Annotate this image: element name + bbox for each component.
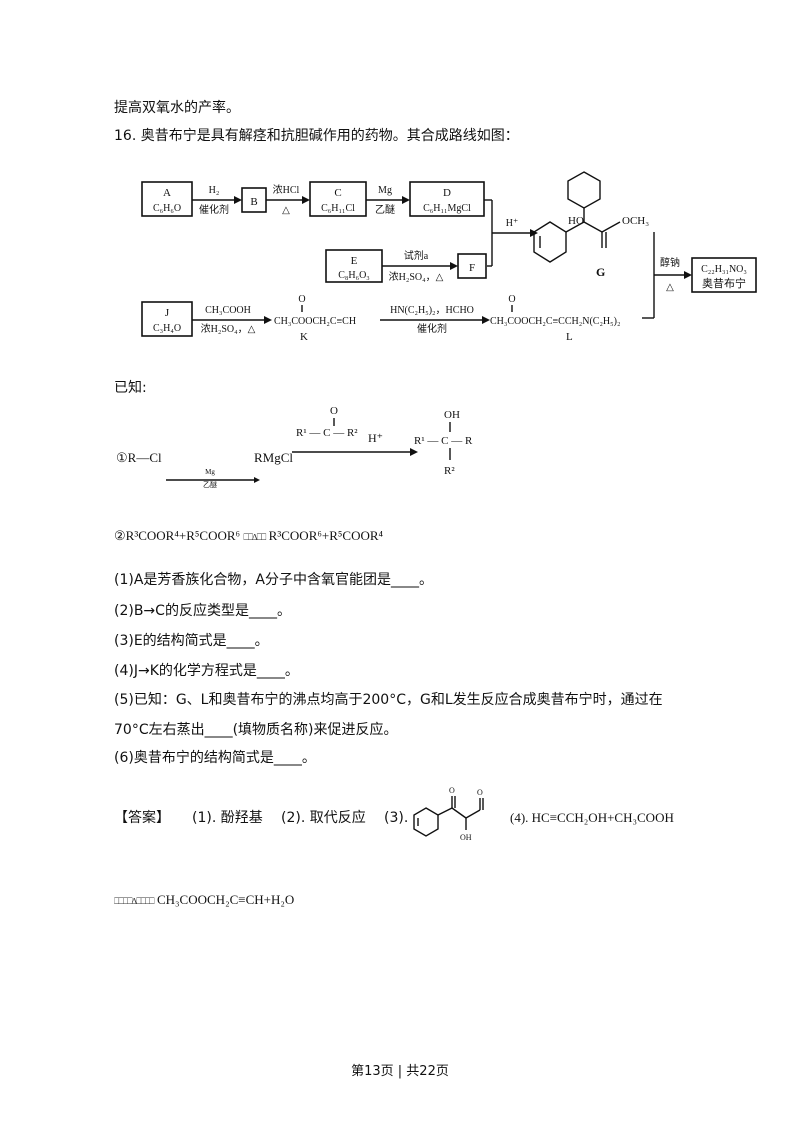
label-J: J: [165, 307, 170, 319]
reagent-mg: Mg: [378, 185, 392, 196]
box-product: [691, 257, 757, 293]
reagent-alkoxide: 醇钠: [660, 256, 680, 269]
known1-oh: OH: [444, 409, 460, 421]
label-L: L: [566, 331, 573, 343]
phenyl-ring: [533, 221, 567, 263]
arrowhead: [254, 477, 260, 483]
arrowhead: [410, 448, 418, 456]
a3-o-2: O: [477, 788, 483, 797]
a3-o-1: O: [449, 786, 455, 795]
K-carbonyl-O: O: [298, 294, 305, 305]
reagent-acid: H⁺: [506, 218, 519, 229]
label-B: B: [250, 196, 257, 208]
box-J: [141, 301, 193, 337]
known1-o: O: [330, 405, 338, 417]
known1-alcohol: R¹ — C — R: [414, 435, 473, 447]
a3-oh: OH: [460, 833, 472, 842]
known1-ether: 乙醚: [203, 480, 217, 489]
reagent-h2so4: 浓H₂SO₄，△: [389, 271, 444, 283]
formula-E: C₈H₆O₃: [338, 270, 370, 281]
question-stem: 16. 奥昔布宁是具有解痉和抗胆碱作用的药物。其合成路线如图：: [114, 126, 519, 146]
answer-4: (4). HC≡CCH₂OH+CH₃COOH: [510, 810, 674, 825]
answer-2: (2). 取代反应: [281, 810, 366, 826]
arrowhead: [402, 196, 410, 204]
known-reaction-1: ①R—Cl Mg 乙醚 RMgCl O R¹ — C — R² H⁺ OH R¹…: [116, 405, 473, 489]
known-reaction-2: ②R³COOR⁴+R⁵COOR⁶ ⎕⎕∆⎕⎕ R³COOR⁶+R⁵COOR⁴: [114, 526, 383, 547]
page-footer: 第13页 | 共22页: [351, 1064, 449, 1079]
label-G: G: [596, 265, 605, 279]
box-C: [309, 181, 367, 217]
formula-J: C₃H₄O: [153, 323, 181, 334]
subquestion-1: (1)A是芳香族化合物，A分子中含氧官能团是____。: [114, 572, 433, 588]
label-F: F: [469, 262, 475, 274]
arrowhead: [684, 271, 692, 279]
subquestion-3: (3)E的结构简式是____。: [114, 633, 269, 649]
arrowhead: [482, 316, 490, 324]
subquestion-4: (4)J→K的化学方程式是____。: [114, 663, 299, 679]
known2-left: ②R³COOR⁴+R⁵COOR⁶: [114, 528, 241, 543]
question-text: 奥昔布宁是具有解痉和抗胆碱作用的药物。其合成路线如图：: [140, 128, 519, 144]
reagent-ether: 乙醚: [375, 203, 395, 216]
subquestion-5: (5)已知：G、L和奥昔布宁的沸点均高于200°C，G和L发生反应合成奥昔布宁时…: [114, 692, 663, 708]
known1-reactant: ①R—Cl: [116, 450, 162, 465]
box-F: [457, 253, 487, 279]
answer-4-product: CH₃COOCH₂C≡CH+H₂O: [156, 892, 295, 907]
reagent-hcl: 浓HCl: [273, 184, 300, 196]
arrowhead: [450, 262, 458, 270]
L-carbonyl-O: O: [508, 294, 515, 305]
reagent-h2: H₂: [209, 185, 220, 196]
answer-1: (1). 酚羟基: [192, 810, 263, 826]
formula-C: C₆H₁₁Cl: [321, 203, 355, 214]
subquestion-2: (2)B→C的反应类型是____。: [114, 603, 291, 619]
formula-D: C₆H₁₁MgCl: [423, 203, 471, 214]
label-C: C: [334, 187, 341, 199]
answer-3-structure: O O OH: [413, 786, 484, 842]
subquestion-6: (6)奥昔布宁的结构简式是____。: [114, 750, 316, 766]
G-methoxy: OCH₃: [622, 215, 649, 227]
formula-A: C₆H₆O: [153, 203, 181, 214]
question-number: 16.: [114, 128, 137, 144]
label-E: E: [351, 255, 358, 267]
known1-r2: R²: [444, 465, 455, 477]
known-label: 已知:: [114, 380, 147, 396]
reagent-catalyst: 催化剂: [199, 203, 229, 216]
box-D: [409, 181, 485, 217]
answer-4-equation: ⎕⎕⎕⎕∆⎕⎕⎕⎕ CH₃COOCH₂C≡CH+H₂O: [114, 890, 294, 911]
intro-line: 提高双氧水的产率。: [114, 100, 240, 116]
garbled-arrow-icon: ⎕⎕⎕⎕∆⎕⎕⎕⎕: [114, 896, 155, 907]
label-D: D: [443, 187, 451, 199]
garbled-arrow-icon: ⎕⎕∆⎕⎕: [243, 532, 266, 543]
arrowhead: [264, 316, 272, 324]
reagent-amine: HN(C₂H₅)₂，HCHO: [390, 305, 474, 316]
known1-h: H⁺: [368, 431, 383, 445]
formula-K: CH₃COOCH₂C≡CH: [274, 316, 356, 327]
formula-L: CH₃COOCH₂C≡CCH₂N(C₂H₅)₂: [490, 316, 620, 327]
label-K: K: [300, 331, 308, 343]
known1-mg: Mg: [205, 468, 215, 476]
answer-label: 【答案】: [114, 810, 170, 826]
known1-grignard: RMgCl: [254, 450, 293, 465]
product-name: 奥昔布宁: [702, 276, 746, 290]
arrowhead: [302, 196, 310, 204]
product-formula: C₂₂H₃₁NO₃: [701, 264, 747, 275]
reagent-catalyst: 催化剂: [417, 322, 447, 335]
reagent-a: 试剂a: [404, 249, 429, 262]
structure-G: HO OCH₃ G: [533, 171, 649, 279]
cyclohexyl-ring: [567, 171, 601, 209]
answer-3: (3).: [384, 810, 409, 826]
reagent-h2so4: 浓H₂SO₄，△: [201, 323, 256, 335]
known2-right: R³COOR⁶+R⁵COOR⁴: [268, 528, 384, 543]
reagent-heat: △: [282, 205, 290, 216]
label-A: A: [163, 187, 171, 199]
known1-ketone: R¹ — C — R²: [296, 427, 358, 439]
subquestion-5-cont: 70°C左右蒸出____(填物质名称)来促进反应。: [114, 722, 398, 738]
box-A: [141, 181, 193, 217]
arrowhead: [234, 196, 242, 204]
reagent-acetic: CH₃COOH: [205, 305, 251, 316]
synthesis-scheme: A C₆H₆O H₂ 催化剂 B 浓HCl △ C C₆H₁₁Cl Mg 乙醚 …: [141, 171, 757, 343]
G-hydroxyl: HO: [568, 215, 584, 227]
reagent-heat: △: [666, 282, 674, 293]
